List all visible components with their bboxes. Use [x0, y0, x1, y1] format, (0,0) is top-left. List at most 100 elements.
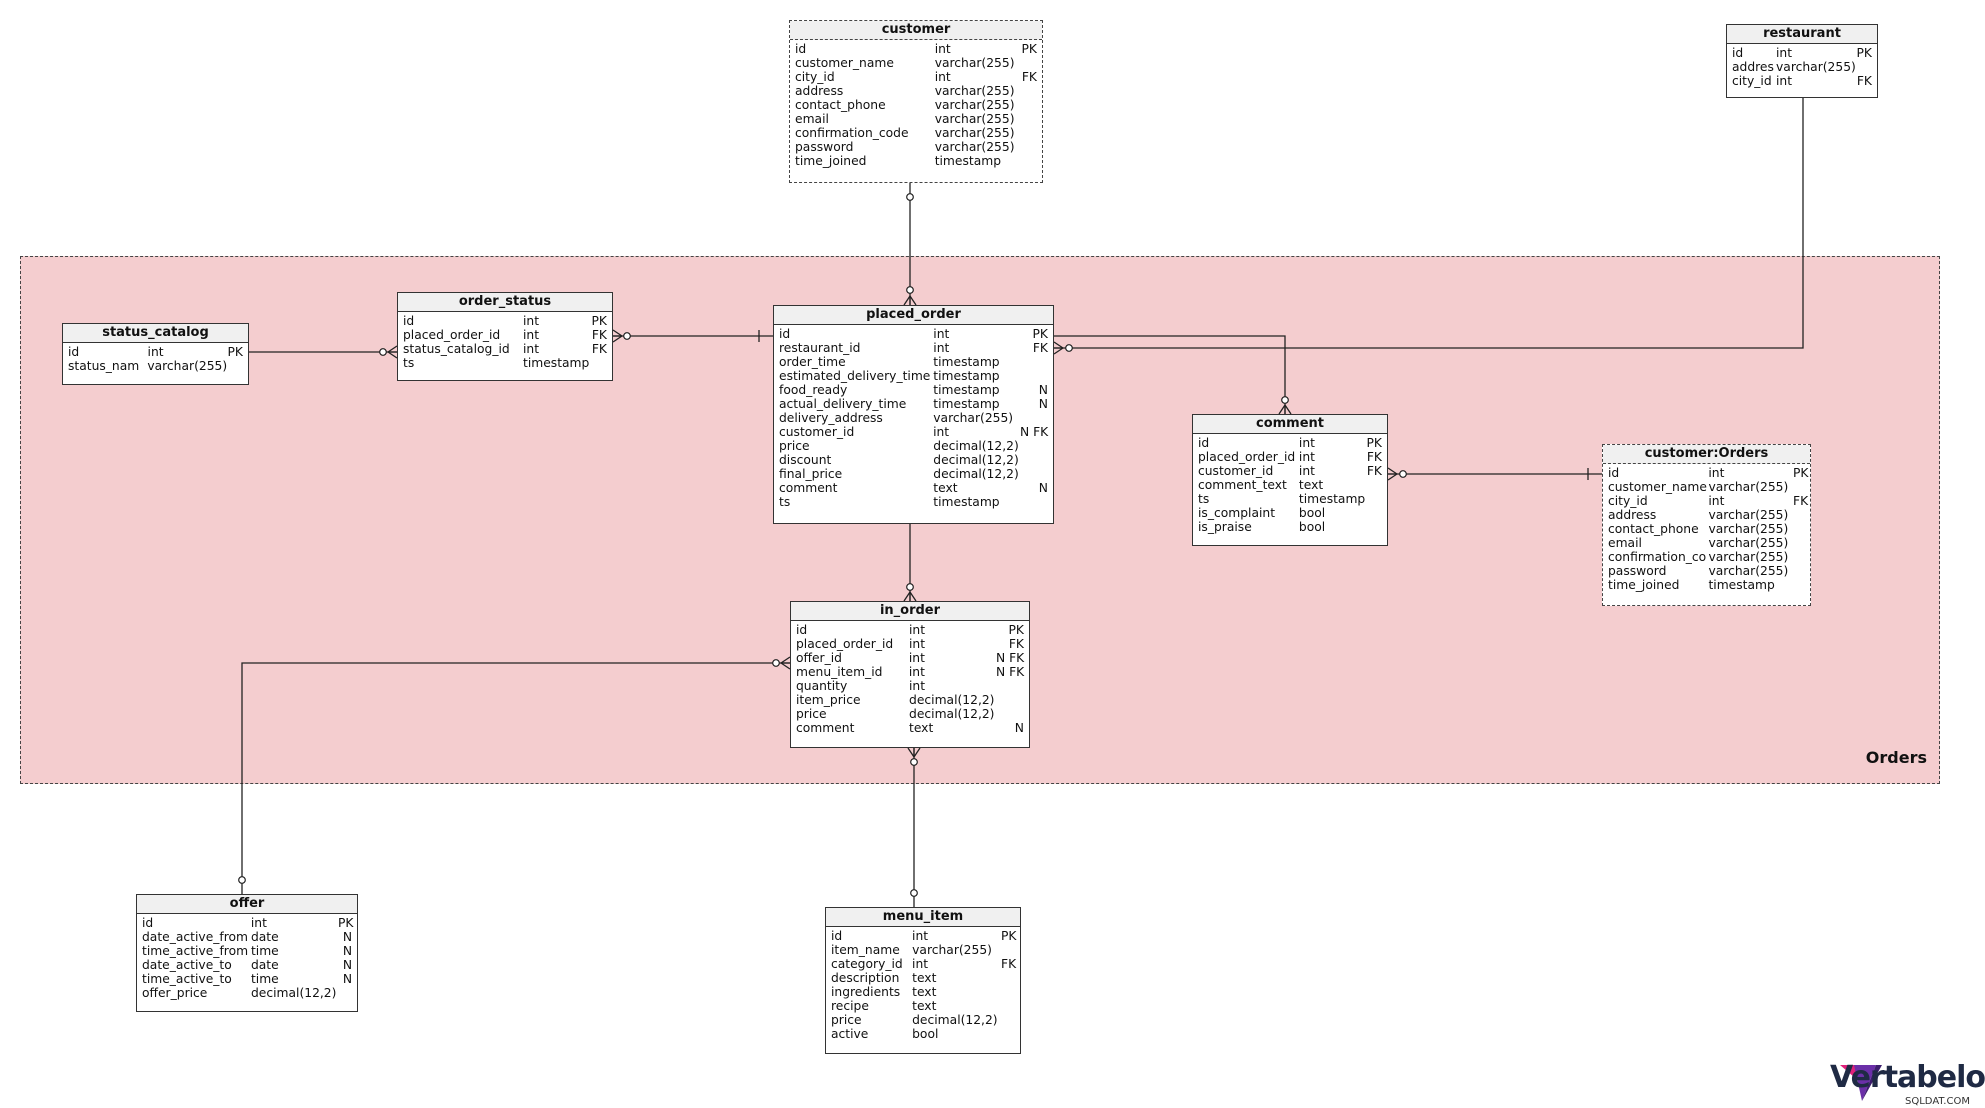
- column-type: timestamp: [933, 383, 1000, 397]
- column-type: int: [1776, 74, 1793, 88]
- column-row[interactable]: offer_price decimal(12,2): [142, 986, 352, 1000]
- column-flags: [1015, 140, 1037, 154]
- column-flags: [1793, 522, 1805, 536]
- column-type: timestamp: [1708, 578, 1775, 592]
- column-name: confirmation_code: [795, 126, 909, 140]
- column-name: final_price: [779, 467, 843, 481]
- column-name: quantity: [796, 679, 848, 693]
- crows-foot-marker: [903, 295, 917, 306]
- column-name: city_id: [1608, 494, 1648, 508]
- column-type: date: [250, 958, 279, 972]
- column-name: offer_price: [142, 986, 208, 1000]
- column-flags: [1793, 578, 1805, 592]
- column-name: comment: [779, 481, 838, 495]
- crows-foot-marker: [387, 345, 398, 359]
- column-type: decimal(12,2): [250, 986, 337, 1000]
- column-name: estimated_delivery_time: [779, 369, 931, 383]
- column-name: customer_id: [1198, 464, 1274, 478]
- column-type: time: [250, 972, 279, 986]
